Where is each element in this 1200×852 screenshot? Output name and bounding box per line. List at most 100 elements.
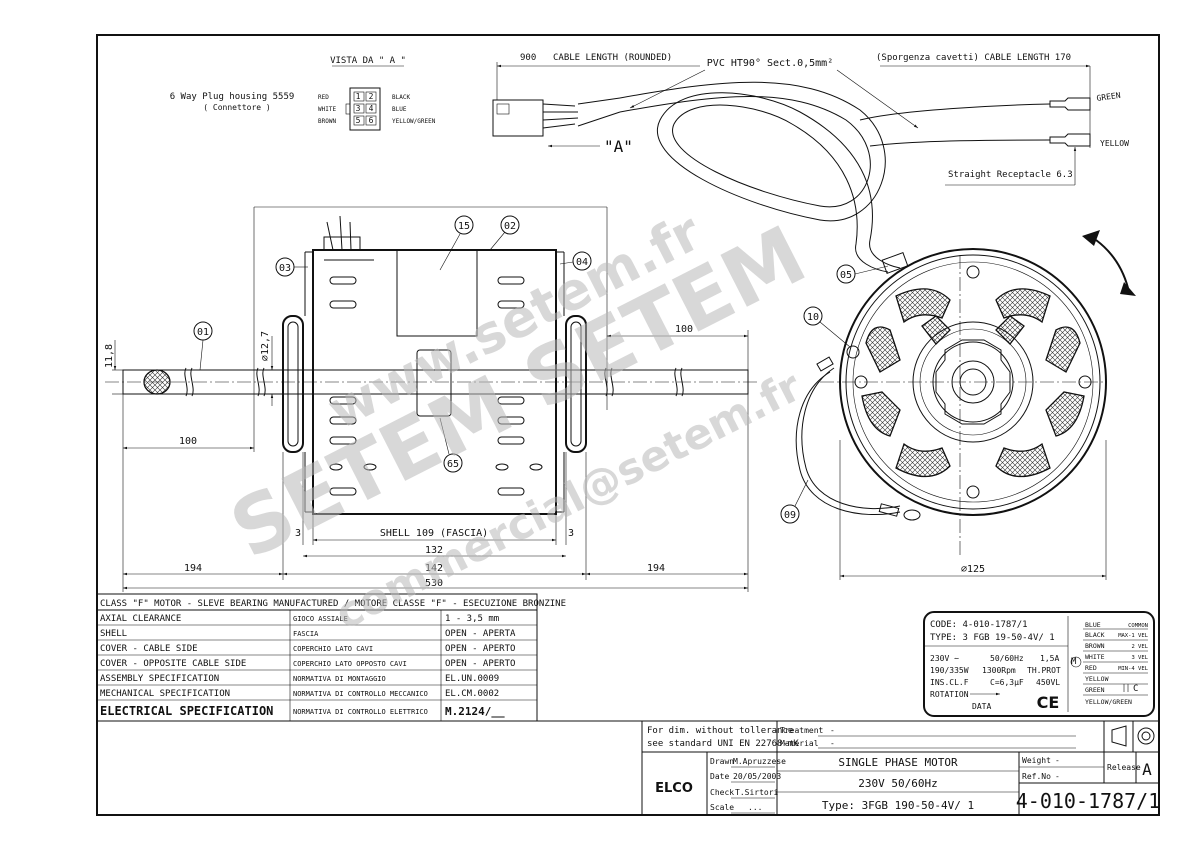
label-code: CODE: 4-010-1787/1 [930, 620, 1028, 630]
pvc-label: PVC HT90° Sect.0,5mm² [707, 58, 833, 69]
receptacle-terminal [1049, 97, 1091, 111]
treatment-label: Treatment [780, 726, 824, 735]
spec-value: M.2124/__ [445, 705, 505, 718]
ground-wire [795, 371, 901, 515]
label-capacitor: C=6,3μF [990, 678, 1024, 687]
cable-length-label: CABLE LENGTH (ROUNDED) [553, 53, 672, 63]
dim-right-100: 100 [675, 324, 693, 335]
ce-mark: CE [1037, 693, 1060, 712]
rating-label-area [396, 250, 478, 337]
drawn-value: M.Apruzzese [733, 757, 786, 766]
label-current: 1,5A [1040, 654, 1059, 663]
bearing-hub [935, 339, 1011, 425]
dim-shell: SHELL 109 (FASCIA) [380, 528, 488, 539]
spec-value: 1 - 3,5 mm [445, 614, 499, 624]
pin-number: 4 [369, 104, 374, 113]
shaft-flat-section [143, 369, 171, 395]
wire-function: 3 VEL [1131, 655, 1148, 661]
spec-italian: GIOCO ASSIALE [293, 615, 348, 623]
company-name: ELCO [655, 781, 693, 796]
check-label: Check [710, 788, 734, 797]
pin-label-right: BLACK [392, 94, 410, 101]
spec-value: OPEN - APERTO [445, 644, 515, 654]
label-rotation: ROTATION [930, 690, 969, 699]
connector-view: VISTA DA " A " 6 Way Plug housing 5559 (… [170, 56, 436, 131]
date-value: 20/05/2003 [733, 772, 781, 781]
weight-label: Weight [1022, 756, 1051, 765]
label-data: DATA [972, 702, 991, 711]
plug-housing-front [349, 87, 381, 131]
callout-bubbles: 01 02 03 04 15 65 [193, 215, 592, 473]
plug-title: 6 Way Plug housing 5559 [170, 92, 295, 102]
wire-name: RED [1085, 664, 1097, 672]
wire-name: BLACK [1085, 631, 1105, 639]
drawing-number: 4-010-1787/1 [1016, 789, 1161, 813]
spec-italian: COPERCHIO LATO CAVI [293, 645, 373, 653]
label-frequency: 50/60Hz [990, 654, 1024, 663]
pin-label-left: RED [318, 94, 329, 101]
shaft-end [959, 368, 987, 396]
callout-number: 04 [576, 257, 588, 268]
spec-italian: NORMATIVA DI CONTROLLO MECCANICO [293, 690, 428, 698]
wire-label-green: GREEN [1096, 91, 1121, 103]
dim-gap-left: 3 [295, 528, 301, 539]
callout-number: 09 [784, 510, 796, 521]
scale-label: Scale [710, 803, 734, 812]
spec-name: ASSEMBLY SPECIFICATION [100, 674, 219, 684]
rubber-mount-right [565, 315, 587, 453]
dim-flat: 11,8 [104, 344, 115, 368]
pin-label-right: BLUE [392, 106, 407, 113]
spec-table: CLASS "F" MOTOR - SLEVE BEARING MANUFACT… [96, 593, 566, 722]
spec-name: COVER - CABLE SIDE [100, 644, 198, 654]
spec-italian: FASCIA [293, 630, 319, 638]
label-rpm: 1300Rpm [982, 666, 1016, 675]
pin-number: 6 [369, 116, 374, 125]
pin-number: 2 [369, 92, 374, 101]
callout-number: 01 [197, 327, 209, 338]
wire-name: WHITE [1085, 653, 1105, 661]
label-prot: TH.PROT [1027, 666, 1061, 675]
spec-name: AXIAL CLEARANCE [100, 614, 181, 624]
weight-value: - [1055, 756, 1060, 765]
pin-number: 3 [356, 104, 361, 113]
tolerance-standard: see standard UNI EN 22768-mK [647, 739, 799, 749]
wire-name: BROWN [1085, 642, 1105, 650]
wire-function: COMMON [1128, 623, 1148, 629]
spec-name: MECHANICAL SPECIFICATION [100, 689, 230, 699]
spec-header: CLASS "F" MOTOR - SLEVE BEARING MANUFACT… [100, 599, 566, 609]
description-line-3: Type: 3FGB 190-50-4V/ 1 [822, 799, 974, 812]
release-value: A [1142, 760, 1152, 779]
spec-name: ELECTRICAL SPECIFICATION [100, 704, 273, 718]
wire-name: YELLOW [1085, 675, 1109, 683]
label-power: 190/335W [930, 666, 969, 675]
label-voltage: 230V ∼ [930, 654, 959, 663]
spec-value: EL.UN.0009 [445, 674, 499, 684]
treatment-value: - [830, 726, 835, 735]
dim-132: 132 [425, 545, 443, 556]
label-window [416, 349, 452, 417]
view-arrow-label: "A" [604, 137, 633, 156]
rubber-mount-left [282, 315, 304, 453]
sheet-border [96, 34, 1160, 816]
material-value: - [830, 739, 835, 748]
callout-number: 05 [840, 270, 852, 281]
spec-italian: NORMATIVA DI CONTROLLO ELETTRICO [293, 708, 428, 716]
wire-name: GREEN [1085, 686, 1105, 694]
dim-gap-right: 3 [568, 528, 574, 539]
refno-label: Ref.No [1022, 772, 1051, 781]
dim-142: 142 [425, 563, 443, 574]
dim-left-100: 100 [179, 436, 197, 447]
refno-value: - [1055, 772, 1060, 781]
wire-function: MIN-4 VEL [1118, 666, 1148, 672]
rating-label-box: CODE: 4-010-1787/1 TYPE: 3 FGB 19-50-4V/… [923, 611, 1155, 717]
wire-label-yellow: YELLOW [1100, 139, 1129, 148]
material-label: Material [780, 739, 819, 748]
pin-number: 5 [356, 116, 361, 125]
dimensions-side: 11,8 ⌀12,7 100 100 SHELL 109 (FASCIA) 3 … [104, 324, 749, 592]
spec-name: COVER - OPPOSITE CABLE SIDE [100, 659, 246, 669]
callout-number: 02 [504, 221, 516, 232]
title-block: For dim. without tollerance see standard… [97, 720, 1161, 815]
watermarks: www.setem.fr SETEM SETEM commercial@sete… [216, 202, 820, 639]
wire-function: MAX-1 VEL [1118, 633, 1148, 639]
